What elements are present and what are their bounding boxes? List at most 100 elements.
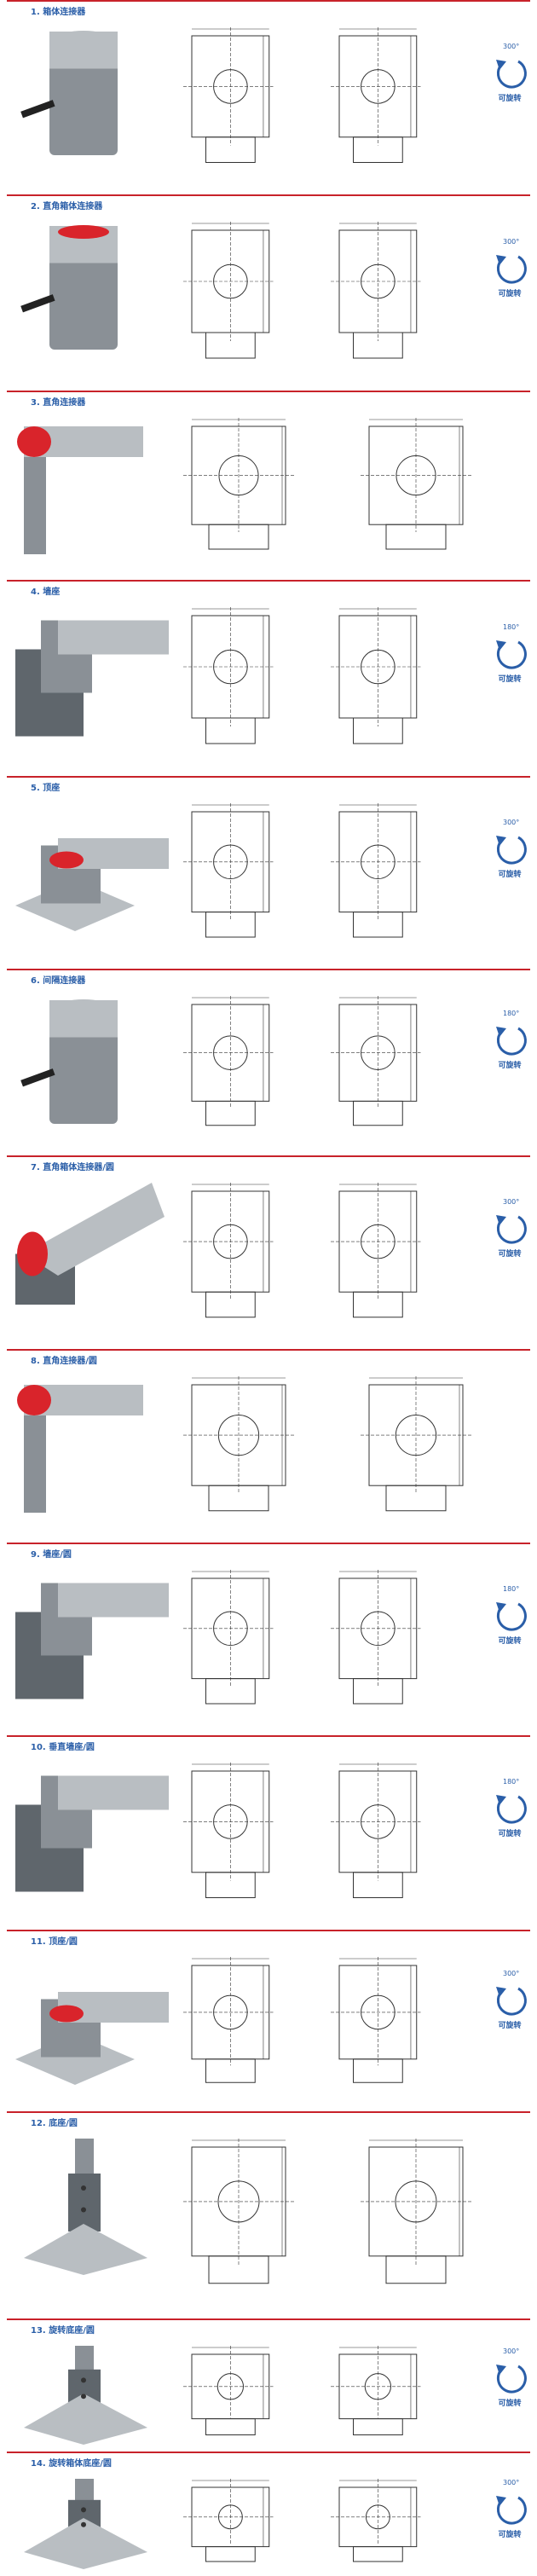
- section-title: 9. 墙座/圆: [31, 1550, 72, 1560]
- technical-drawing: [183, 1763, 274, 1899]
- technical-drawing: [183, 996, 274, 1126]
- product-section: 12. 底座/圆: [0, 2111, 537, 2318]
- technical-drawing: [331, 1183, 421, 1318]
- product-photo: [15, 1583, 169, 1699]
- section-title: 1. 箱体连接器: [31, 8, 86, 17]
- rotation-badge: 300° 可旋转: [486, 1970, 534, 2033]
- technical-drawing: [331, 222, 421, 359]
- rotation-label: 可旋转: [498, 2399, 522, 2408]
- section-divider: [7, 1155, 530, 1157]
- product-section: 2. 直角箱体连接器 300° 可旋转: [0, 194, 537, 391]
- section-divider: [7, 2111, 530, 2113]
- rotate-arrow-icon: [496, 1987, 527, 2016]
- rotation-label: 可旋转: [498, 675, 522, 684]
- rotation-label: 可旋转: [498, 2531, 522, 2539]
- technical-drawing: [361, 418, 471, 550]
- rotation-label: 可旋转: [498, 2022, 522, 2030]
- rotation-label: 可旋转: [498, 1830, 522, 1838]
- product-photo: [20, 225, 118, 350]
- product-photo: [20, 999, 118, 1124]
- rotation-badge: 180° 可旋转: [486, 623, 534, 686]
- section-title: 5. 顶座: [31, 784, 61, 793]
- section-title: 7. 直角箱体连接器/圆: [31, 1163, 114, 1172]
- section-title: 14. 旋转箱体底座/圆: [31, 2459, 112, 2469]
- rotate-arrow-icon: [496, 2496, 527, 2525]
- product-photo: [15, 838, 169, 931]
- technical-drawing: [331, 607, 421, 744]
- technical-drawing: [183, 2139, 294, 2284]
- product-section: 5. 顶座 300° 可旋转: [0, 776, 537, 969]
- rotate-arrow-icon: [496, 255, 527, 284]
- rotation-label: 可旋转: [498, 1250, 522, 1259]
- section-divider: [7, 194, 530, 196]
- section-divider: [7, 0, 530, 2]
- section-title: 3. 直角连接器: [31, 398, 86, 408]
- rotate-arrow-icon: [496, 2365, 527, 2394]
- section-divider: [7, 580, 530, 582]
- technical-drawing: [183, 803, 274, 938]
- technical-drawing: [183, 1183, 274, 1318]
- section-divider: [7, 2452, 530, 2453]
- section-title: 11. 顶座/圆: [31, 1937, 78, 1947]
- rotation-badge: 180° 可旋转: [486, 1010, 534, 1073]
- technical-drawing: [183, 1570, 274, 1705]
- rotation-degrees: 300°: [503, 2347, 520, 2355]
- technical-drawing: [361, 2139, 471, 2284]
- product-section: 6. 间隔连接器 180° 可旋转: [0, 969, 537, 1155]
- product-section: 10. 垂直墙座/圆 180° 可旋转: [0, 1735, 537, 1930]
- section-title: 2. 直角箱体连接器: [31, 202, 103, 211]
- rotate-arrow-icon: [496, 836, 527, 865]
- technical-drawing: [183, 2346, 274, 2435]
- section-divider: [7, 1735, 530, 1737]
- section-divider: [7, 969, 530, 970]
- rotation-badge: 300° 可旋转: [486, 819, 534, 882]
- rotation-label: 可旋转: [498, 95, 522, 103]
- rotation-degrees: 300°: [503, 238, 520, 246]
- rotate-arrow-icon: [496, 1795, 527, 1824]
- rotation-badge: 300° 可旋转: [486, 1198, 534, 1261]
- rotation-degrees: 300°: [503, 819, 520, 826]
- technical-drawing: [183, 2479, 274, 2562]
- technical-drawing: [361, 1376, 471, 1512]
- product-photo: [24, 2346, 147, 2445]
- technical-drawing: [183, 607, 274, 744]
- product-section: 7. 直角箱体连接器/圆 300° 可旋转: [0, 1155, 537, 1349]
- product-photo: [24, 2479, 147, 2569]
- product-section: 1. 箱体连接器 300° 可旋转: [0, 0, 537, 194]
- rotation-degrees: 300°: [503, 43, 520, 50]
- rotation-degrees: 180°: [503, 1010, 520, 1017]
- product-photo: [17, 1385, 143, 1513]
- section-divider: [7, 1930, 530, 1931]
- rotate-arrow-icon: [496, 1602, 527, 1631]
- section-title: 6. 间隔连接器: [31, 976, 86, 986]
- rotate-arrow-icon: [496, 1027, 527, 1056]
- technical-drawing: [331, 996, 421, 1126]
- product-section: 11. 顶座/圆 300° 可旋转: [0, 1930, 537, 2111]
- product-photo: [15, 1183, 165, 1305]
- section-title: 4. 墙座: [31, 588, 61, 597]
- technical-drawing: [331, 1763, 421, 1899]
- section-title: 12. 底座/圆: [31, 2119, 78, 2128]
- technical-drawing: [183, 222, 274, 359]
- product-photo: [17, 426, 143, 554]
- product-section: 4. 墙座 180° 可旋转: [0, 580, 537, 776]
- rotation-degrees: 180°: [503, 1778, 520, 1786]
- section-divider: [7, 391, 530, 392]
- section-divider: [7, 2318, 530, 2320]
- technical-drawing: [331, 1957, 421, 2083]
- rotation-badge: 300° 可旋转: [486, 2479, 534, 2542]
- rotate-arrow-icon: [496, 60, 527, 89]
- product-photo: [24, 2139, 147, 2275]
- technical-drawing: [183, 1957, 274, 2083]
- technical-drawing: [183, 27, 274, 164]
- rotation-label: 可旋转: [498, 290, 522, 298]
- section-title: 10. 垂直墙座/圆: [31, 1743, 95, 1752]
- technical-drawing: [183, 418, 294, 550]
- section-title: 8. 直角连接器/圆: [31, 1357, 97, 1366]
- product-photo: [15, 1992, 169, 2085]
- rotation-badge: 300° 可旋转: [486, 43, 534, 106]
- product-section: 14. 旋转箱体底座/圆 300° 可旋转: [0, 2452, 537, 2576]
- product-section: 3. 直角连接器: [0, 391, 537, 580]
- technical-drawing: [331, 1570, 421, 1705]
